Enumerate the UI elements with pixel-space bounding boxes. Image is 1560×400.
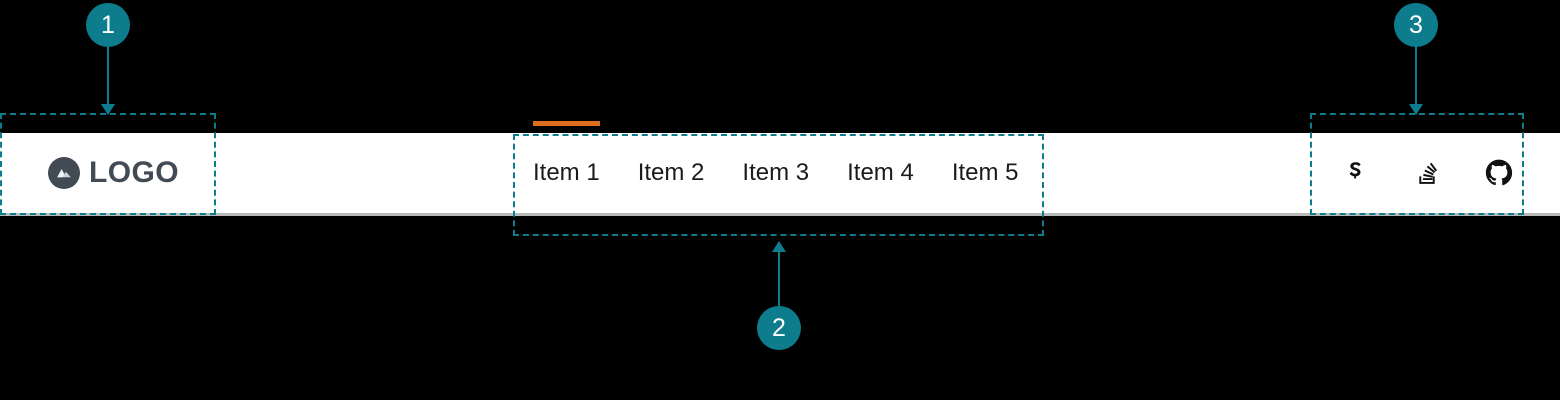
github-link[interactable]: [1484, 158, 1514, 188]
primary-navigation: Item 1 Item 2 Item 3 Item 4 Item 5: [533, 121, 1019, 213]
mountain-circle-icon: [48, 157, 80, 189]
stack-overflow-icon: [1414, 160, 1440, 186]
annotation-badge-2: 2: [757, 306, 801, 350]
brand-logo-text: LOGO: [89, 156, 179, 189]
nav-item-3[interactable]: Item 3: [742, 159, 810, 186]
annotation-badge-3: 3: [1394, 3, 1438, 47]
stack-overflow-link[interactable]: [1412, 158, 1442, 188]
nav-item-4[interactable]: Item 4: [847, 159, 914, 186]
annotation-arrowhead-2: [772, 241, 786, 252]
annotation-arrowhead-1: [101, 104, 115, 115]
annotation-leader-1: [107, 46, 109, 106]
superuser-link[interactable]: [1340, 158, 1370, 188]
annotation-leader-3: [1415, 46, 1417, 106]
site-header: LOGO Item 1 Item 2 Item 3 Item 4 Item 5: [0, 121, 1560, 216]
social-links: [1340, 133, 1514, 213]
annotation-badge-1: 1: [86, 3, 130, 47]
nav-item-2[interactable]: Item 2: [637, 159, 705, 186]
brand-logo-link[interactable]: LOGO: [48, 133, 179, 213]
nav-item-5[interactable]: Item 5: [951, 159, 1019, 186]
superuser-icon: [1342, 160, 1368, 186]
annotation-leader-2: [778, 252, 780, 308]
github-icon: [1485, 159, 1513, 187]
annotation-arrowhead-3: [1409, 104, 1423, 115]
nav-item-1[interactable]: Item 1: [533, 121, 600, 199]
